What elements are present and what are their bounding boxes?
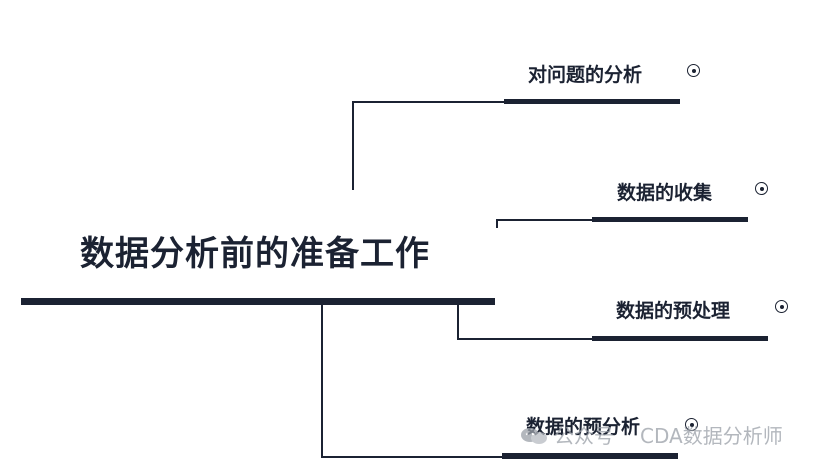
connector-branch-1-horizontal [352,101,504,103]
watermark-name: CDA数据分析师 [640,424,783,448]
root-node-underline [21,298,495,305]
branch-label: 数据的收集 [617,182,713,204]
expand-circle-icon[interactable] [775,300,788,313]
branch-underline [592,217,748,222]
branch-underline [504,99,680,104]
branch-underline [592,336,768,341]
connector-branch-3-vertical [457,305,459,339]
connector-branch-4-vertical [321,305,323,457]
watermark-account: 公众号 [554,424,614,448]
connector-branch-2-horizontal [496,219,592,221]
connector-branch-2-vertical [496,219,498,228]
wechat-icon [521,428,547,444]
connector-branch-4-horizontal [321,456,502,458]
connector-branch-1-vertical [352,101,354,190]
expand-circle-icon[interactable] [687,64,700,77]
connector-branch-3-horizontal [457,338,592,340]
branch-label: 对问题的分析 [528,64,643,86]
branch-label: 数据的预分析 [526,416,641,438]
watermark: 公众号 CDA数据分析师 [520,420,783,449]
expand-circle-icon[interactable] [685,418,698,431]
expand-circle-icon[interactable] [755,182,768,195]
root-node-title: 数据分析前的准备工作 [80,234,430,274]
branch-label: 数据的预处理 [616,300,731,322]
branch-underline [502,453,678,459]
